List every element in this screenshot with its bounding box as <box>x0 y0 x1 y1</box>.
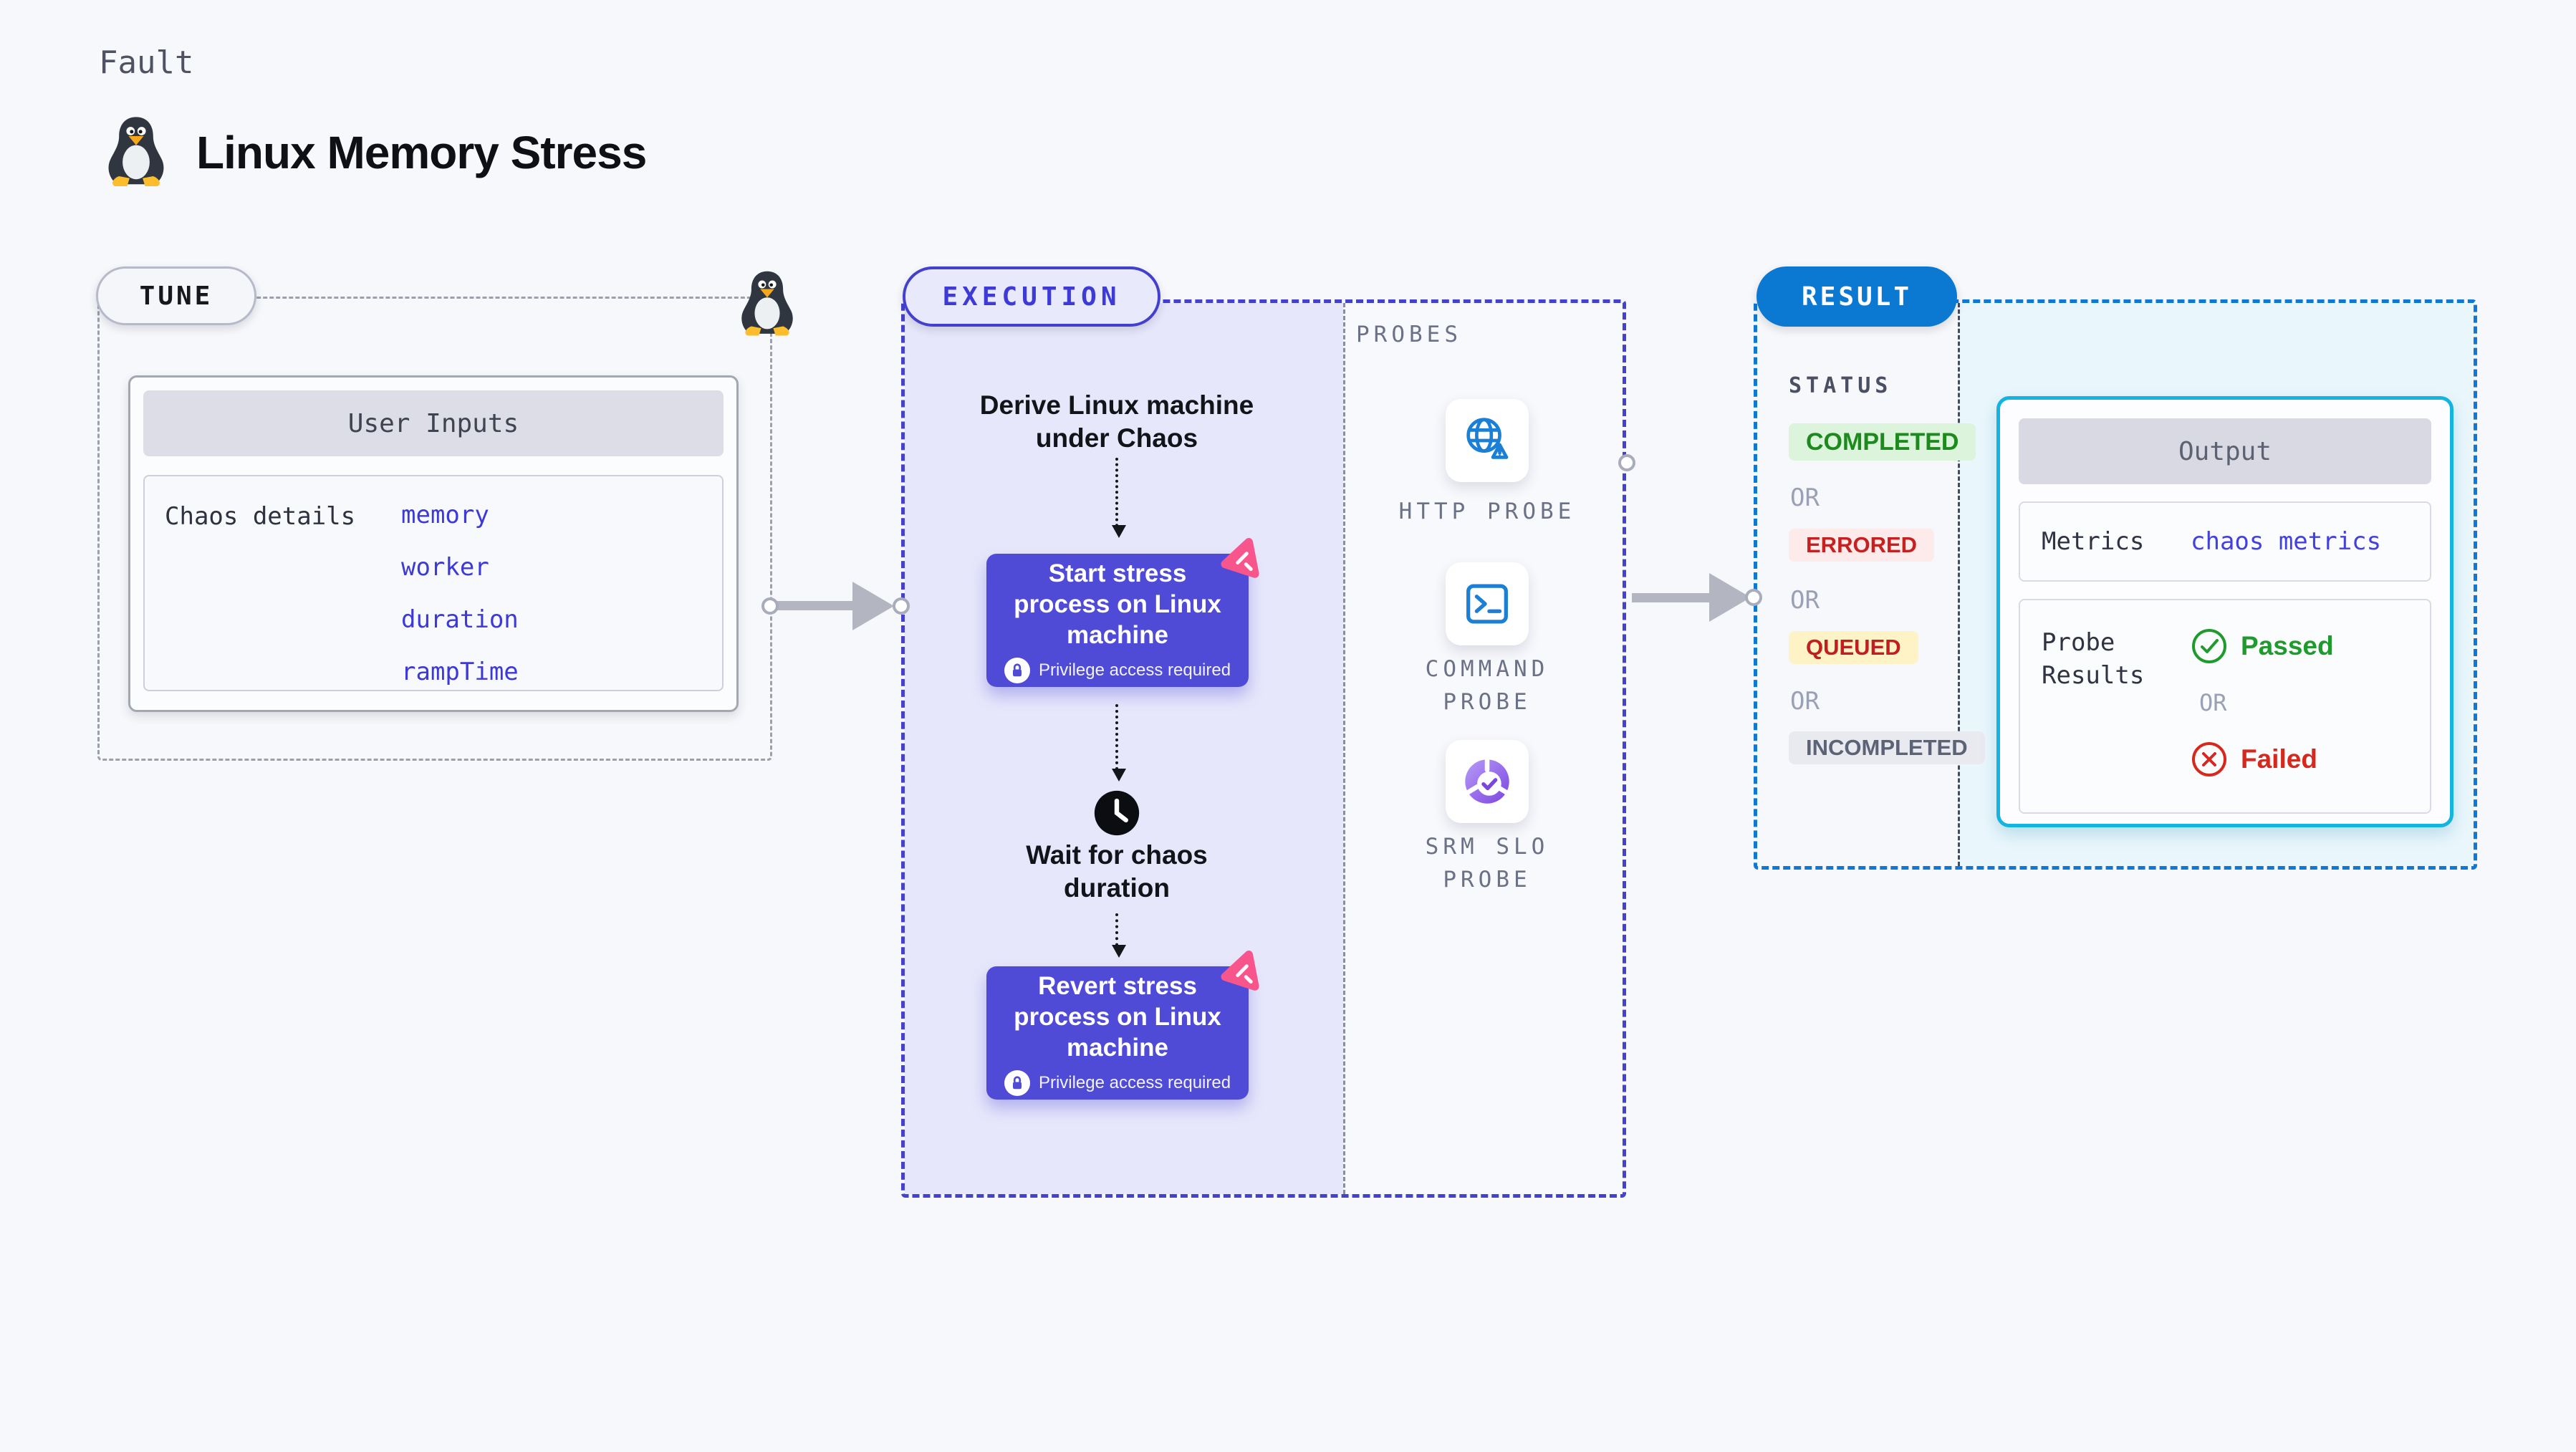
lock-icon <box>1004 657 1030 683</box>
page-title: Linux Memory Stress <box>196 127 647 178</box>
clock-icon <box>1094 790 1140 836</box>
lock-icon <box>1004 1069 1030 1096</box>
tune-to-execution-arrowhead <box>852 582 894 630</box>
privilege-note: Privilege access required <box>1038 660 1231 680</box>
start-stress-step-card: Start stress process on Linux machine Pr… <box>986 538 1259 687</box>
user-inputs-header: User Inputs <box>143 390 724 456</box>
chaos-metrics-link[interactable]: chaos metrics <box>2191 527 2382 556</box>
status-badge-errored: ERRORED <box>1789 529 1935 562</box>
fault-kind-label: Fault <box>99 44 194 81</box>
chaos-input-duration[interactable]: duration <box>401 605 519 634</box>
wait-step-label: Wait for chaos duration <box>1026 840 1208 903</box>
x-circle-icon <box>2192 742 2226 777</box>
probes-out-connector <box>1618 454 1635 471</box>
chaos-input-memory[interactable]: memory <box>401 501 489 529</box>
command-probe-label: COMMAND PROBE <box>1425 656 1549 715</box>
probe-or-separator: OR <box>2199 689 2227 716</box>
execution-to-result-arrow <box>1632 593 1709 602</box>
tune-badge: TUNE <box>96 266 256 325</box>
tune-section <box>97 297 772 761</box>
http-probe-label: HTTP PROBE <box>1398 499 1576 524</box>
metrics-row: Metrics chaos metrics <box>2019 501 2431 582</box>
flow-arrow-1 <box>1112 458 1126 538</box>
execution-badge: EXECUTION <box>903 266 1160 327</box>
probes-label: PROBES <box>1356 322 1462 347</box>
probe-results-row: Probe Results Passed OR <box>2019 599 2431 814</box>
execution-to-result-arrowhead <box>1709 573 1751 622</box>
passed-label: Passed <box>2241 631 2334 660</box>
tux-penguin-icon <box>741 271 793 336</box>
privilege-note: Privilege access required <box>1038 1072 1231 1092</box>
status-output-divider <box>1958 303 1960 866</box>
derive-step-label: Derive Linux machine under Chaos <box>979 390 1254 453</box>
failed-label: Failed <box>2241 744 2317 774</box>
revert-stress-step-card: Revert stress process on Linux machine P… <box>986 951 1259 1100</box>
flow-arrow-2 <box>1112 704 1126 782</box>
metrics-label: Metrics <box>2042 527 2145 556</box>
status-badge-completed: COMPLETED <box>1789 423 1976 461</box>
output-header: Output <box>2019 418 2431 484</box>
tune-out-connector <box>761 597 779 615</box>
status-or-separator: OR <box>1790 586 1820 615</box>
result-badge: RESULT <box>1756 266 1957 327</box>
globe-alert-icon <box>1466 418 1509 459</box>
tux-penguin-icon <box>108 117 164 186</box>
result-section: STATUS COMPLETED OR ERRORED OR QUEUED OR… <box>1754 299 2477 870</box>
terminal-icon <box>1466 584 1508 624</box>
command-probe-card <box>1446 562 1529 645</box>
tune-to-execution-arrow <box>774 601 854 610</box>
user-inputs-card: User Inputs Chaos details memory worker … <box>128 375 739 712</box>
chaos-input-worker[interactable]: worker <box>401 553 489 582</box>
status-label: STATUS <box>1789 373 1893 398</box>
execution-section: Derive Linux machine under Chaos Start s… <box>901 299 1626 1198</box>
srm-slo-probe-label: SRM SLO PROBE <box>1425 834 1549 893</box>
status-or-separator: OR <box>1790 484 1820 512</box>
status-badge-incompleted: INCOMPLETED <box>1789 731 1985 764</box>
chaos-input-list: memory worker duration rampTime <box>401 501 519 686</box>
execution-in-connector <box>893 597 910 615</box>
flow-arrow-3 <box>1112 913 1126 958</box>
chaos-details-box: Chaos details memory worker duration ram… <box>143 475 724 691</box>
status-panel <box>1757 303 1958 866</box>
start-stress-label: Start stress process on Linux machine <box>1014 559 1221 649</box>
chaos-input-ramptime[interactable]: rampTime <box>401 658 519 686</box>
status-badge-queued: QUEUED <box>1789 631 1918 664</box>
chaos-icon <box>1221 538 1259 578</box>
http-probe-card <box>1446 399 1529 482</box>
result-in-connector <box>1745 589 1762 606</box>
execution-probes-divider <box>1343 303 1345 1194</box>
revert-stress-label: Revert stress process on Linux machine <box>1014 971 1221 1062</box>
status-or-separator: OR <box>1790 687 1820 716</box>
check-circle-icon <box>2192 629 2226 663</box>
slo-donut-check-icon <box>1465 757 1509 804</box>
chaos-details-label: Chaos details <box>165 502 356 531</box>
output-card: Output Metrics chaos metrics Probe Resul… <box>1996 396 2454 827</box>
srm-slo-probe-card <box>1446 740 1529 823</box>
chaos-icon <box>1221 951 1259 991</box>
probe-results-label: Probe Results <box>2042 628 2145 690</box>
